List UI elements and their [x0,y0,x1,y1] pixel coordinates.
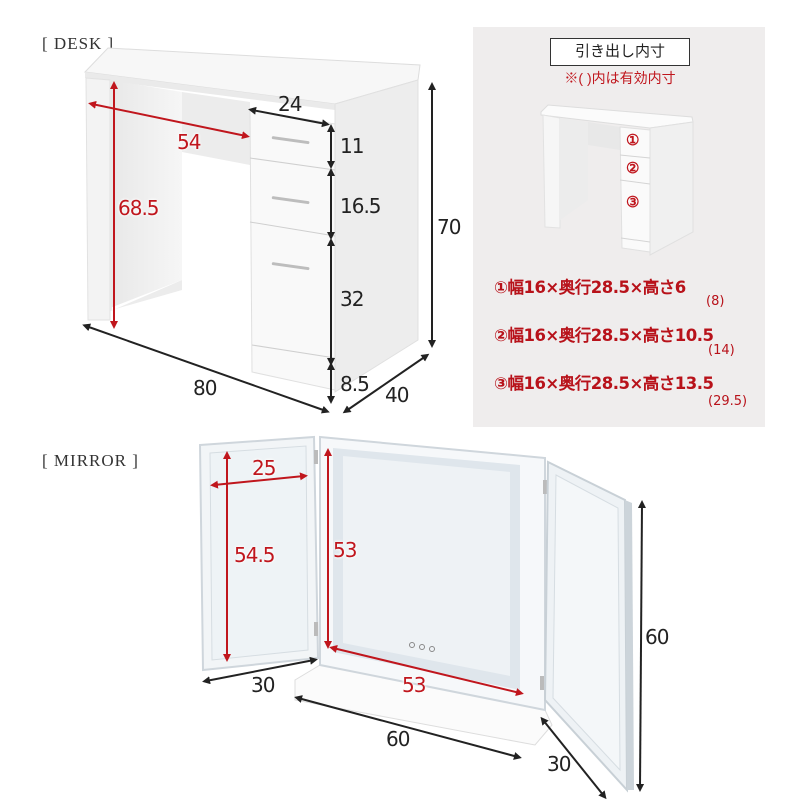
drawer3-effective: (29.5) [708,394,748,409]
plinth-height-label: 8.5 [340,372,370,396]
desk-body [83,47,421,393]
desk-depth-label: 40 [385,383,409,407]
center-mirror-height-label: 53 [333,538,357,562]
left-panel-width-label: 30 [251,673,275,697]
drawer1-spec: ①幅16×奥行28.5×高さ6 [494,278,686,297]
drawer2-effective: (14) [708,343,735,358]
drawer2-spec: ②幅16×奥行28.5×高さ10.5 [494,326,714,345]
drawer2-height-label: 16.5 [340,194,382,218]
desk-inner-width-label: 54 [177,130,201,154]
desk-inner-height-label: 68.5 [118,196,160,220]
drawer-inner-dimensions-panel [473,27,765,427]
mirror-dimension-lines [202,448,646,800]
drawer1-height-label: 11 [340,134,364,158]
center-mirror-width-label: 53 [402,673,426,697]
drawer-panel-note: ※( )内は有効内寸 [564,70,676,86]
mirror-total-height-label: 60 [645,625,669,649]
drawer2-marker: ② [626,160,640,177]
drawer-width-label: 24 [278,92,302,116]
drawer1-effective: (8) [706,294,725,309]
drawer3-marker: ③ [626,194,640,211]
drawer3-height-label: 32 [340,287,364,311]
desk-section-title: [ DESK ] [42,34,115,53]
mirror-illustration [198,435,634,793]
drawer-panel-title: 引き出し内寸 [550,38,690,66]
drawer1-marker: ① [626,132,640,149]
side-mirror-height-label: 54.5 [234,543,276,567]
mirror-total-width-label: 60 [386,727,410,751]
desk-total-width-label: 80 [193,376,217,400]
mirror-section-title: [ MIRROR ] [42,451,139,470]
right-panel-width-label: 30 [547,752,571,776]
side-mirror-width-label: 25 [252,456,276,480]
desk-dimension-lines [82,81,436,414]
drawer3-spec: ③幅16×奥行28.5×高さ13.5 [494,374,714,393]
desk-total-height-label: 70 [437,215,461,239]
